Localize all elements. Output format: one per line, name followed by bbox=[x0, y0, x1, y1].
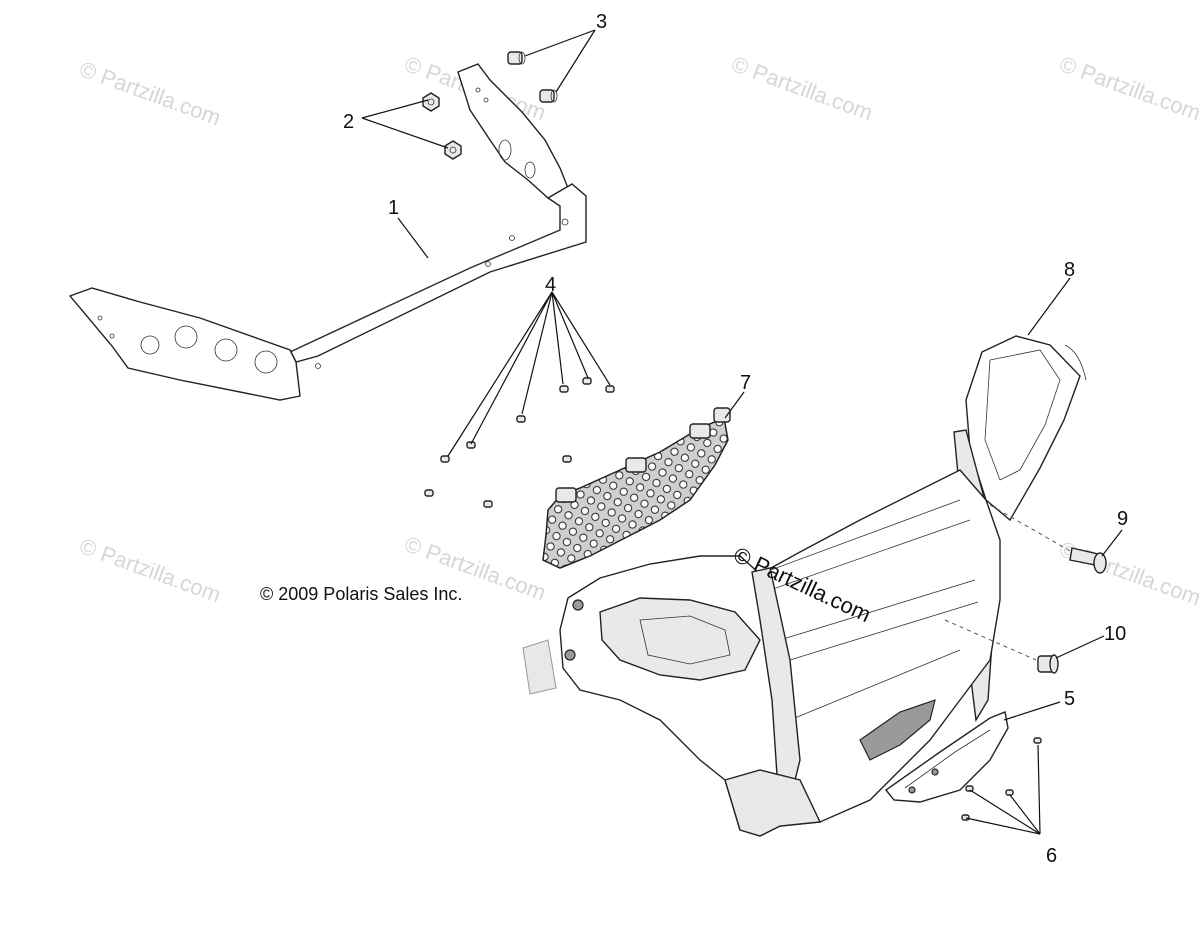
callout-9: 9 bbox=[1117, 508, 1128, 530]
leader-lines bbox=[361, 29, 1123, 835]
rivet bbox=[559, 385, 569, 393]
part-8-bumper bbox=[559, 335, 1087, 837]
callout-10: 10 bbox=[1104, 623, 1126, 645]
rivet bbox=[562, 455, 572, 463]
rivet bbox=[483, 500, 493, 508]
part-5-skid-plate bbox=[884, 711, 1009, 803]
watermark: © Partzilla.com bbox=[728, 51, 876, 125]
part-7-grille bbox=[542, 407, 731, 569]
callouts: 1 2 3 4 5 6 7 8 9 10 bbox=[343, 11, 1128, 867]
rivet bbox=[516, 415, 526, 423]
callout-7: 7 bbox=[740, 372, 751, 394]
copyright-notice: © 2009 Polaris Sales Inc. bbox=[260, 584, 462, 604]
callout-6: 6 bbox=[1046, 845, 1057, 867]
alignment-lines bbox=[944, 504, 1073, 661]
callout-3: 3 bbox=[596, 11, 607, 33]
callout-4: 4 bbox=[545, 274, 556, 296]
rivet bbox=[605, 385, 615, 393]
part-4-fasteners bbox=[424, 377, 615, 508]
watermark: © Partzilla.com bbox=[76, 56, 224, 130]
part-2-nuts bbox=[422, 92, 462, 160]
rivet bbox=[440, 455, 450, 463]
callout-5: 5 bbox=[1064, 688, 1075, 710]
part-10-spacer bbox=[1037, 654, 1059, 674]
part-1-frame-bracket bbox=[68, 63, 587, 401]
part-3-bushings bbox=[507, 51, 558, 103]
watermark: © Partzilla.com bbox=[76, 533, 224, 607]
part-9-bolt bbox=[1069, 547, 1107, 574]
callout-2: 2 bbox=[343, 111, 354, 133]
part-6-screws bbox=[961, 737, 1042, 821]
rivet bbox=[424, 489, 434, 497]
watermark: © Partzilla.com bbox=[1056, 536, 1200, 610]
label-sticker bbox=[522, 639, 557, 695]
rivet bbox=[582, 377, 592, 385]
rivet bbox=[466, 441, 476, 449]
watermark: © Partzilla.com bbox=[1056, 51, 1200, 125]
callout-1: 1 bbox=[388, 197, 399, 219]
callout-8: 8 bbox=[1064, 259, 1075, 281]
